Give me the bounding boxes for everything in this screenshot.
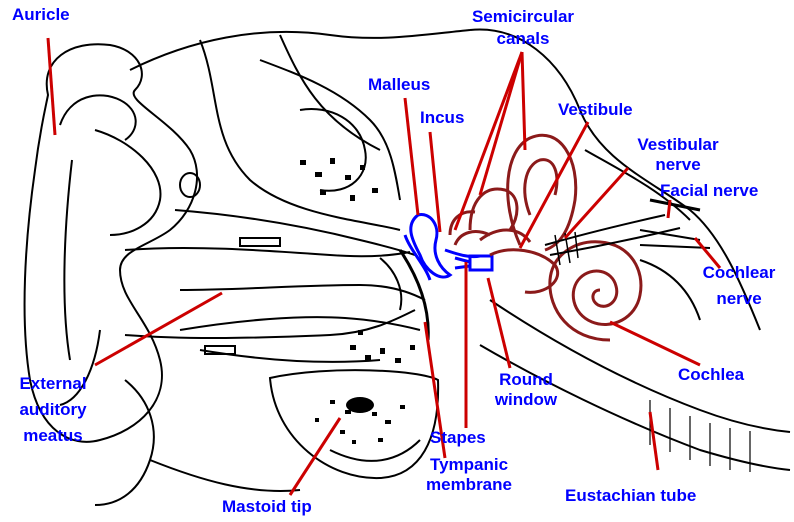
- leader-eustachian: [650, 412, 658, 470]
- label-semicircular-line2: canals: [453, 29, 593, 49]
- label-cochlear-line2: nerve: [690, 289, 788, 309]
- leader-auricle: [48, 38, 55, 135]
- label-incus: Incus: [420, 108, 464, 128]
- leader-malleus: [405, 98, 418, 215]
- label-semicircular-line1: Semicircular: [453, 7, 593, 27]
- label-vestibular-line2: nerve: [618, 155, 738, 175]
- label-auricle: Auricle: [12, 5, 70, 25]
- label-facial-nerve: Facial nerve: [660, 181, 758, 201]
- label-vestibular-line1: Vestibular: [618, 135, 738, 155]
- leader-mastoid: [290, 418, 340, 495]
- label-round-window-line1: Round: [480, 370, 572, 390]
- leader-semicircular-1: [455, 52, 522, 230]
- label-eustachian-tube: Eustachian tube: [565, 486, 696, 506]
- bone-texture: [180, 158, 415, 444]
- label-vestibular-nerve: Vestibular nerve: [618, 135, 738, 175]
- leader-semicircular-2: [480, 52, 522, 195]
- label-round-window: Round window: [480, 370, 572, 410]
- label-external-line1: External: [8, 374, 98, 394]
- label-external-auditory-meatus: External auditory meatus: [8, 374, 98, 446]
- label-external-line2: auditory: [8, 400, 98, 420]
- leader-vestibule: [520, 122, 588, 248]
- label-semicircular-canals: Semicircular canals: [453, 7, 593, 49]
- label-tympanic-membrane: Tympanic membrane: [408, 455, 530, 495]
- label-external-line3: meatus: [8, 426, 98, 446]
- label-tympanic-line2: membrane: [408, 475, 530, 495]
- leader-cochlea: [610, 322, 700, 365]
- label-stapes: Stapes: [430, 428, 486, 448]
- leader-facial-nerve: [668, 200, 670, 218]
- label-cochlea: Cochlea: [678, 365, 744, 385]
- label-cochlear-line1: Cochlear: [690, 263, 788, 283]
- leader-round-window: [488, 278, 510, 368]
- label-malleus: Malleus: [368, 75, 430, 95]
- label-mastoid-tip: Mastoid tip: [222, 497, 312, 517]
- label-cochlear-nerve: Cochlear nerve: [690, 263, 788, 309]
- label-vestibule: Vestibule: [558, 100, 633, 120]
- leader-semicircular-3: [522, 52, 525, 150]
- label-tympanic-line1: Tympanic: [408, 455, 530, 475]
- label-round-window-line2: window: [480, 390, 572, 410]
- ossicles-drawing: [405, 215, 492, 280]
